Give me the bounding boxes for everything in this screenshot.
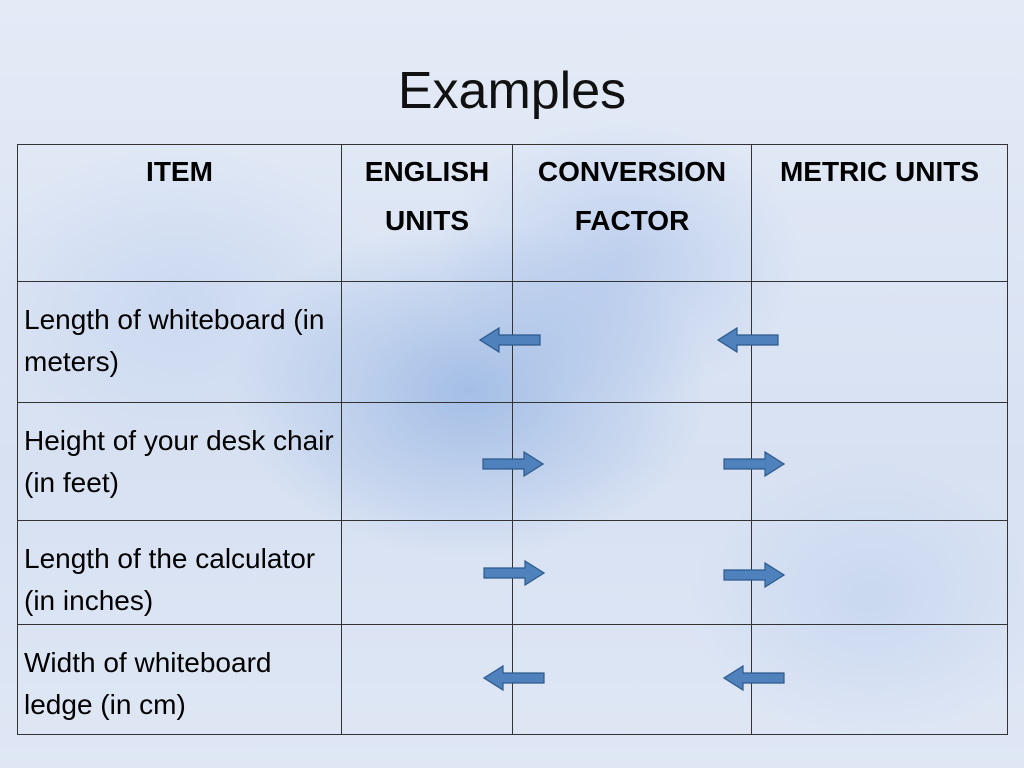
item-cell: Height of your desk chair (in feet) — [17, 402, 342, 521]
header-item: ITEM — [17, 144, 342, 282]
table-row: Width of whiteboard ledge (in cm) — [17, 624, 1008, 735]
header-conversion-factor: CONVERSION FACTOR — [512, 144, 752, 282]
table-row: Height of your desk chair (in feet) — [17, 402, 1008, 521]
metric-units-cell[interactable] — [751, 402, 1008, 521]
item-cell: Length of whiteboard (in meters) — [17, 281, 342, 403]
metric-units-cell[interactable] — [751, 624, 1008, 735]
table-row: Length of whiteboard (in meters) — [17, 281, 1008, 403]
conversion-factor-cell[interactable] — [512, 402, 785, 521]
item-cell: Width of whiteboard ledge (in cm) — [17, 624, 342, 735]
metric-units-cell[interactable] — [751, 520, 1008, 625]
english-units-cell[interactable] — [341, 624, 545, 735]
conversion-factor-cell[interactable] — [512, 520, 785, 625]
metric-units-cell[interactable] — [751, 281, 1008, 403]
header-english-units: ENGLISH UNITS — [341, 144, 513, 282]
table-header-row: ITEM ENGLISH UNITS CONVERSION FACTOR MET… — [17, 144, 1008, 282]
header-metric-units: METRIC UNITS — [751, 144, 1008, 282]
conversion-factor-cell[interactable] — [512, 624, 785, 735]
english-units-cell[interactable] — [341, 402, 544, 521]
english-units-cell[interactable] — [341, 281, 541, 403]
conversion-factor-cell[interactable] — [512, 281, 779, 403]
item-cell: Length of the calculator (in inches) — [17, 520, 342, 625]
conversion-table: ITEM ENGLISH UNITS CONVERSION FACTOR MET… — [17, 144, 1008, 735]
table-row: Length of the calculator (in inches) — [17, 520, 1008, 625]
slide-title: Examples — [397, 62, 627, 120]
english-units-cell[interactable] — [341, 520, 545, 625]
